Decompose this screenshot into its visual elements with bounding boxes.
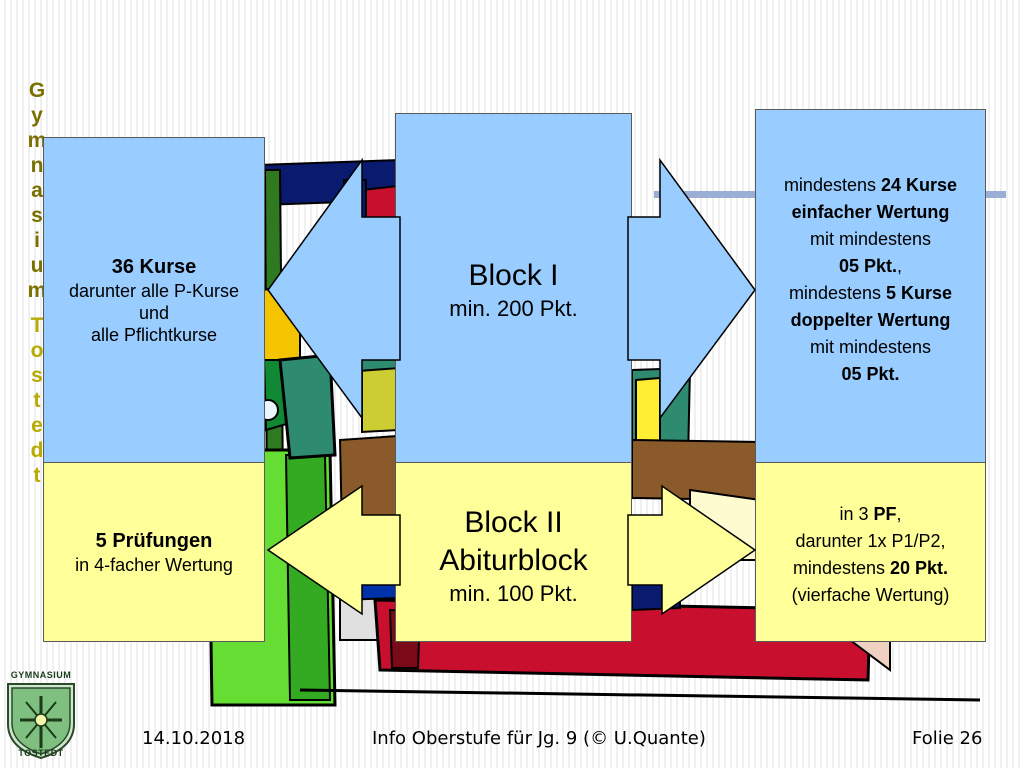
right-top-line1: mindestens 24 Kurse — [783, 175, 958, 195]
right-bottom-line4: (vierfache Wertung) — [791, 585, 950, 605]
vertical-title-letter: G — [28, 79, 46, 102]
vertical-title-letter: e — [31, 414, 43, 437]
vertical-title-letter: u — [30, 254, 44, 277]
block1-sub: min. 200 Pkt. — [449, 296, 578, 321]
footer-slide-number: Folie 26 — [912, 728, 983, 749]
right-bottom-line1: in 3 PF, — [839, 504, 902, 524]
double-arrow-right-yellow — [627, 484, 757, 616]
right-top-line6: doppelter Wertung — [790, 310, 951, 330]
left-top-box: 36 Kurse darunter alle P-Kurse und alle … — [43, 137, 265, 463]
right-top-line5: mindestens 5 Kurse — [788, 283, 953, 303]
left-top-line3: alle Pflichtkurse — [90, 325, 218, 345]
vertical-title-letter: T — [30, 314, 44, 337]
block2-sub: min. 100 Pkt. — [449, 581, 578, 606]
vertical-title-letter: s — [31, 364, 43, 387]
center-bottom-text: Block II Abiturblock min. 100 Pkt. — [395, 496, 632, 616]
double-arrow-right-blue — [627, 157, 756, 421]
vertical-title-letter: d — [30, 439, 44, 462]
right-top-line2: einfacher Wertung — [791, 202, 950, 222]
left-bottom-heading: 5 Prüfungen — [95, 530, 213, 552]
left-bottom-box: 5 Prüfungen in 4-facher Wertung — [43, 462, 265, 642]
left-top-line1: darunter alle P-Kurse — [68, 281, 240, 301]
left-top-line2: und — [138, 303, 170, 323]
right-bottom-line3: mindestens 20 Pkt. — [792, 558, 949, 578]
vertical-title-letter: o — [30, 339, 44, 362]
right-top-box — [755, 109, 986, 463]
school-logo — [7, 683, 75, 760]
right-top-text: mindestens 24 Kurse einfacher Wertung mi… — [755, 170, 986, 390]
right-bottom-text: in 3 PF, darunter 1x P1/P2, mindestens 2… — [755, 500, 986, 610]
footer-date: 14.10.2018 — [142, 728, 246, 749]
vertical-title-letter: i — [34, 229, 40, 252]
vertical-title-letter: a — [31, 179, 43, 202]
left-top-heading: 36 Kurse — [111, 256, 197, 278]
vertical-title-letter: y — [31, 104, 43, 127]
vertical-title-letter: t — [33, 464, 41, 487]
footer-title: Info Oberstufe für Jg. 9 (© U.Quante) — [372, 728, 706, 749]
block2-title: Block II — [464, 506, 563, 539]
vertical-title-letter: n — [30, 154, 44, 177]
vertical-title-letter: t — [33, 389, 41, 412]
center-bottom-box — [395, 462, 632, 642]
right-top-line4: 05 Pkt., — [838, 256, 903, 276]
block2-subtitle: Abiturblock — [439, 544, 588, 577]
right-top-line3: mit mindestens — [809, 229, 932, 249]
vertical-title-letter: s — [31, 204, 43, 227]
double-arrow-left-blue — [267, 157, 401, 421]
logo-bottom-text: TOSTEDT — [18, 748, 64, 758]
logo-top-text: GYMNASIUM — [10, 670, 72, 680]
center-top-text: Block I min. 200 Pkt. — [395, 250, 632, 330]
vertical-title-letter: m — [27, 129, 47, 152]
right-bottom-box — [755, 462, 986, 642]
left-bottom-line1: in 4-facher Wertung — [75, 555, 233, 575]
block1-title: Block I — [468, 259, 559, 292]
right-top-line7: mit mindestens — [809, 337, 932, 357]
vertical-title-letter: m — [27, 279, 47, 302]
right-top-line8: 05 Pkt. — [841, 364, 900, 384]
double-arrow-left-yellow — [266, 484, 401, 616]
right-bottom-line2: darunter 1x P1/P2, — [795, 531, 946, 551]
